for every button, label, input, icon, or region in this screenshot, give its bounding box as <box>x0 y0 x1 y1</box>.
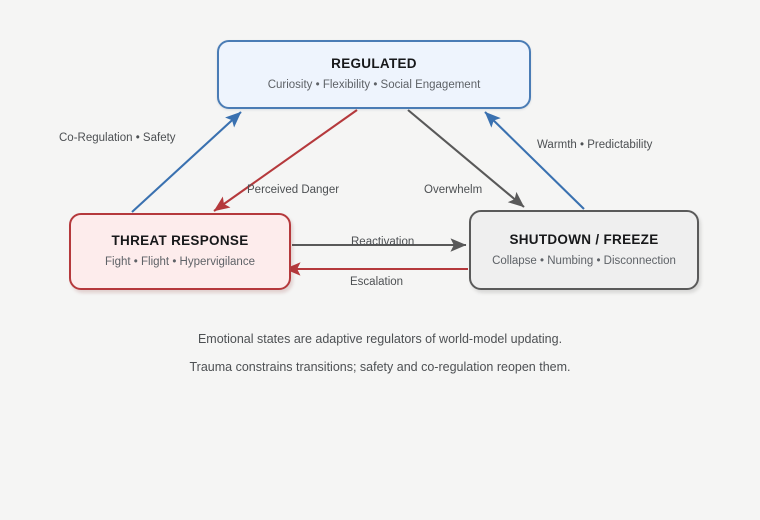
edge-label-escalation: Escalation <box>350 276 404 288</box>
caption-line-1: Emotional states are adaptive regulators… <box>197 332 563 346</box>
node-shutdown-freeze[interactable]: SHUTDOWN / FREEZE Collapse • Numbing • D… <box>469 210 699 290</box>
edge-label-reactivation: Reactivation <box>351 236 415 248</box>
node-shutdown-freeze-title: SHUTDOWN / FREEZE <box>509 231 659 247</box>
node-regulated[interactable]: REGULATED Curiosity • Flexibility • Soci… <box>217 40 531 109</box>
node-regulated-title: REGULATED <box>331 56 417 71</box>
node-threat-response-title: THREAT RESPONSE <box>111 233 249 248</box>
edge-label-overwhelm: Overwhelm <box>424 184 483 196</box>
node-shutdown-freeze-subtitle: Collapse • Numbing • Disconnection <box>492 254 676 267</box>
node-regulated-subtitle: Curiosity • Flexibility • Social Engagem… <box>267 79 481 92</box>
edge-regulated-to-threat <box>213 109 358 212</box>
edge-shutdown-to-regulated <box>484 111 585 210</box>
node-threat-response[interactable]: THREAT RESPONSE Fight • Flight • Hypervi… <box>69 213 291 290</box>
edge-regulated-to-shutdown <box>407 109 525 208</box>
caption-line-2: Trauma constrains transitions; safety an… <box>189 360 571 374</box>
edge-label-warmth-predictability: Warmth • Predictability <box>537 139 653 151</box>
edge-label-co-regulation-safety: Co-Regulation • Safety <box>59 132 176 144</box>
edge-label-perceived-danger: Perceived Danger <box>247 184 340 196</box>
node-threat-response-subtitle: Fight • Flight • Hypervigilance <box>105 256 255 269</box>
edge-threat-to-regulated <box>131 111 242 213</box>
